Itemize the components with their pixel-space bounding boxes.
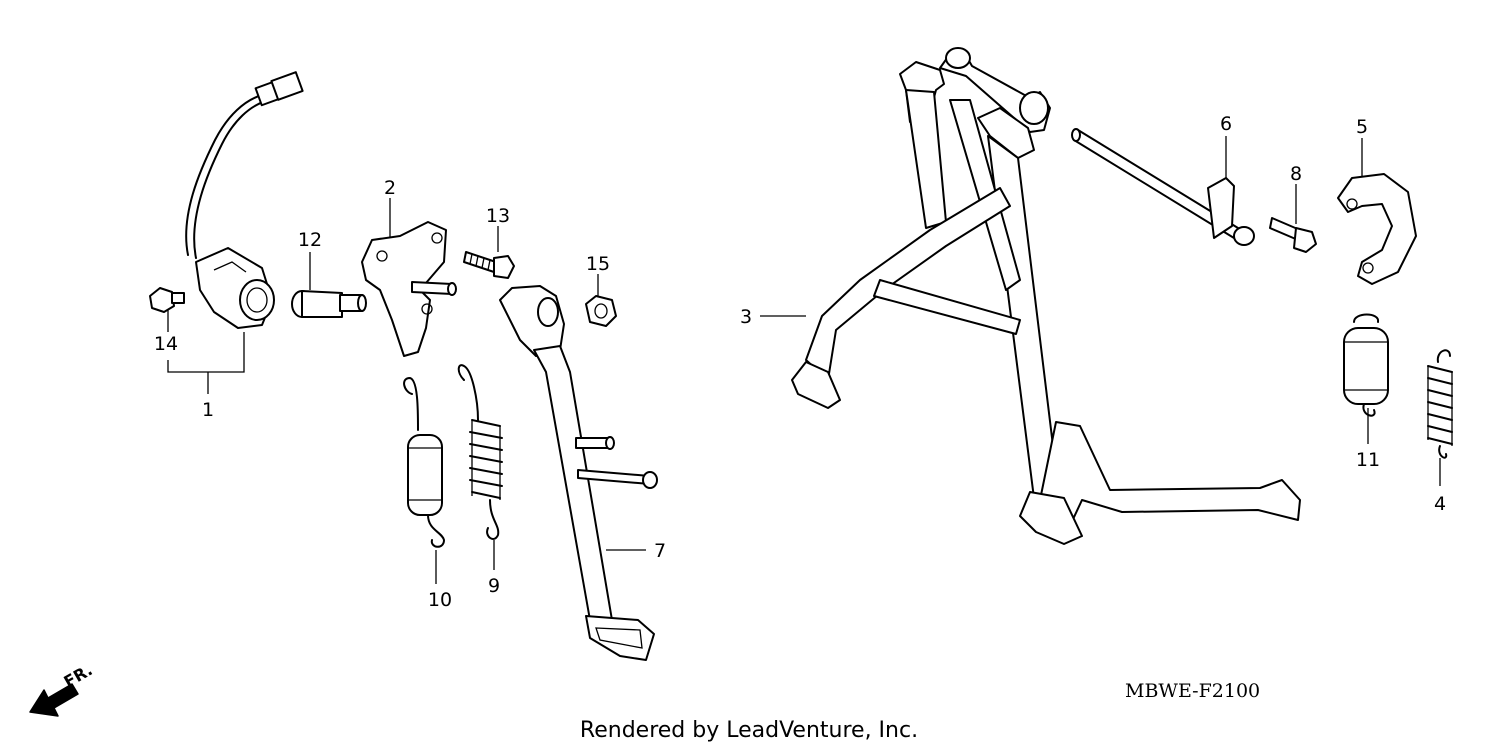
shaft-6 [1071,128,1255,246]
callout-3: 3 [740,306,752,328]
diagram-code: MBWE-F2100 [1125,680,1260,702]
collar-12 [291,290,367,318]
callout-10: 10 [428,589,452,611]
plate-5 [1337,173,1417,285]
callout-2: 2 [384,177,396,199]
leader-lines [167,136,1441,584]
callout-5: 5 [1356,116,1368,138]
callout-13: 13 [486,205,510,227]
main-stand-3 [791,47,1301,545]
side-stand-7 [499,285,658,661]
callout-12: 12 [298,229,322,251]
side-stand-switch [185,71,304,329]
nut-15 [585,295,617,327]
spring-11 [1343,313,1389,417]
callout-6: 6 [1220,113,1232,135]
callout-1: 1 [202,399,214,421]
callout-11: 11 [1356,449,1380,471]
footer-credit: Rendered by LeadVenture, Inc. [580,718,918,743]
spring-9 [457,364,503,540]
bracket-2 [361,221,457,357]
callout-4: 4 [1434,493,1446,515]
callout-7: 7 [654,540,666,562]
bolt-8 [1269,217,1317,253]
spring-4 [1427,349,1453,459]
bolt-13 [463,251,515,279]
callout-9: 9 [488,575,500,597]
bolt-14 [149,287,185,313]
callout-15: 15 [586,253,610,275]
front-direction-arrow: FR. [29,660,96,717]
callout-8: 8 [1290,163,1302,185]
spring-10 [403,377,445,548]
callout-14: 14 [154,333,178,355]
